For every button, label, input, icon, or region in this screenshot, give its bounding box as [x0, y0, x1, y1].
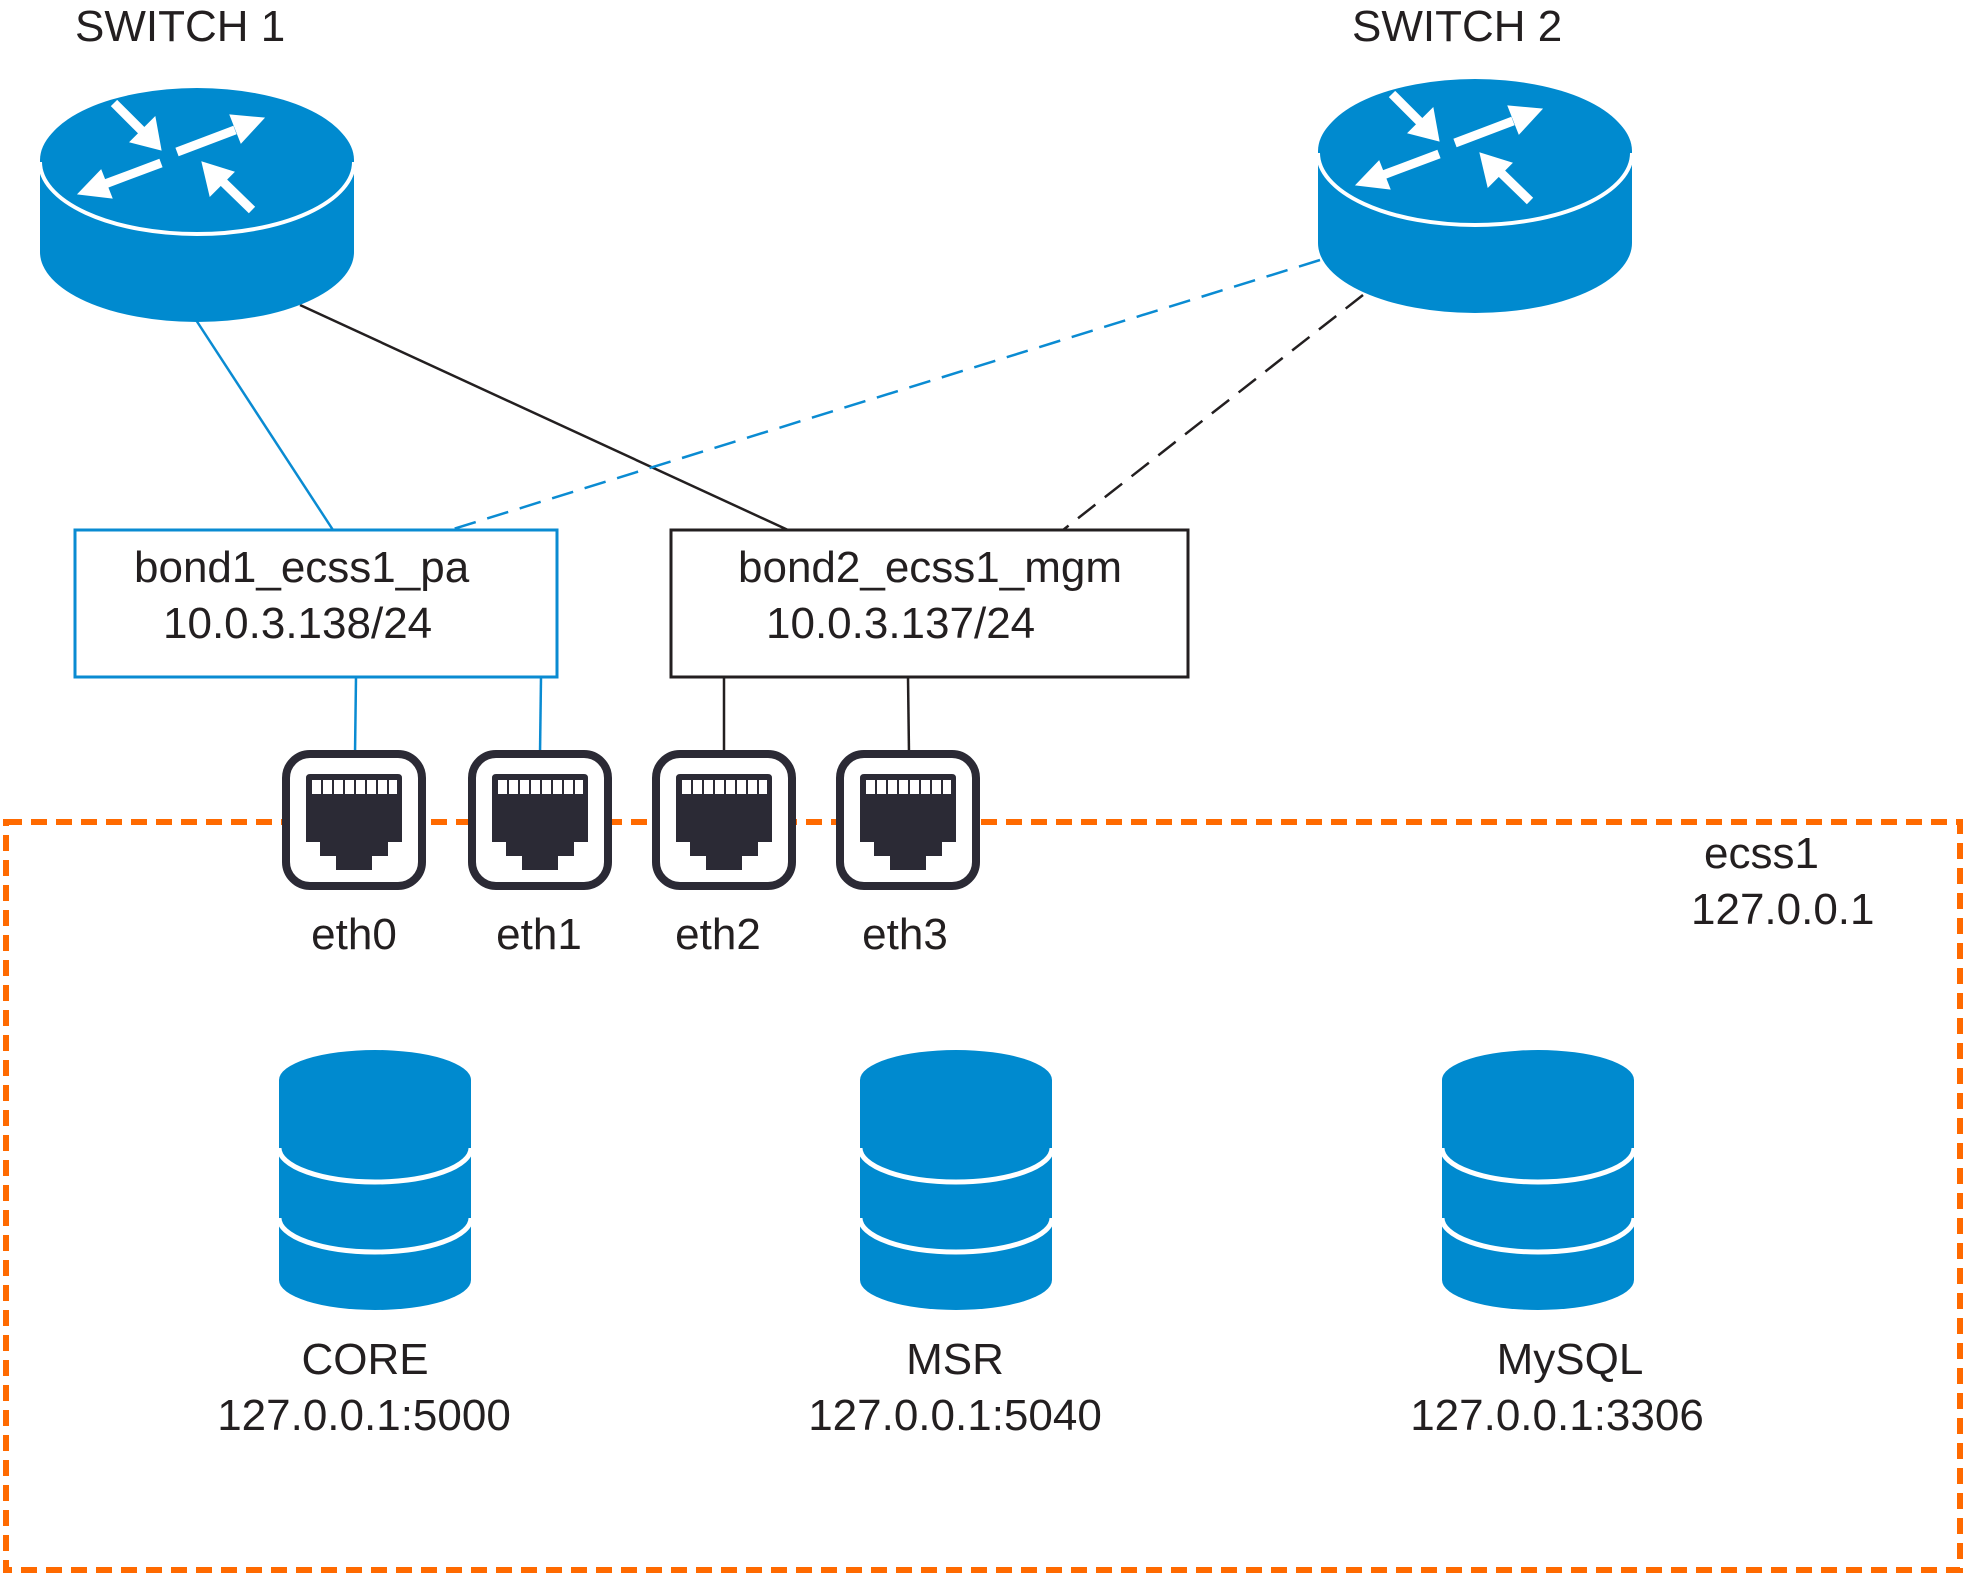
service-mysql[interactable]: [1442, 1050, 1634, 1310]
link-bond1-eth1: [538, 676, 543, 755]
service-mysql-name: MySQL: [1496, 1335, 1644, 1384]
ethernet-port-icon: [472, 754, 608, 886]
bond1-address: 10.0.3.138/24: [163, 599, 433, 648]
port-eth0-label: eth0: [311, 910, 397, 959]
switch2-label: SWITCH 2: [1352, 2, 1563, 51]
link-switch1-bond1: [194, 319, 335, 531]
service-msr-name: MSR: [906, 1335, 1004, 1384]
port-eth2[interactable]: [656, 754, 792, 886]
bond1-name: bond1_ecss1_pa: [134, 543, 470, 592]
service-msr[interactable]: [860, 1050, 1052, 1310]
link-bond1-eth0: [353, 676, 358, 755]
service-core-name: CORE: [301, 1335, 429, 1384]
port-eth3-label: eth3: [862, 910, 948, 959]
host-name: ecss1: [1704, 829, 1819, 878]
bond2-name: bond2_ecss1_mgm: [738, 543, 1123, 592]
ethernet-port-icon: [656, 754, 792, 886]
port-eth1-label: eth1: [496, 910, 582, 959]
service-msr-address: 127.0.0.1:5040: [808, 1391, 1102, 1440]
link-bond2-eth3: [906, 676, 911, 755]
link-switch2-bond1: [449, 258, 1321, 532]
switch-icon: [40, 88, 354, 322]
link-switch2-bond2: [1062, 294, 1364, 531]
switch-1[interactable]: [40, 88, 354, 322]
host-boundary: [3, 819, 1963, 1573]
database-icon: [860, 1050, 1052, 1310]
host-address: 127.0.0.1: [1691, 885, 1875, 934]
service-core-address: 127.0.0.1:5000: [217, 1391, 511, 1440]
port-eth2-label: eth2: [675, 910, 761, 959]
ethernet-port-icon: [286, 754, 422, 886]
service-core[interactable]: [279, 1050, 471, 1310]
bond2-box[interactable]: [669, 528, 1190, 679]
link-switch1-bond2: [299, 303, 789, 532]
bond2-address: 10.0.3.137/24: [766, 599, 1036, 648]
switch-icon: [1318, 79, 1632, 313]
port-eth0[interactable]: [286, 754, 422, 886]
database-icon: [1442, 1050, 1634, 1310]
switch1-label: SWITCH 1: [75, 2, 286, 51]
database-icon: [279, 1050, 471, 1310]
port-eth3[interactable]: [840, 754, 976, 886]
port-eth1[interactable]: [472, 754, 608, 886]
service-mysql-address: 127.0.0.1:3306: [1410, 1391, 1704, 1440]
ethernet-port-icon: [840, 754, 976, 886]
switch-2[interactable]: [1318, 79, 1632, 313]
bond1-box[interactable]: [73, 528, 559, 679]
